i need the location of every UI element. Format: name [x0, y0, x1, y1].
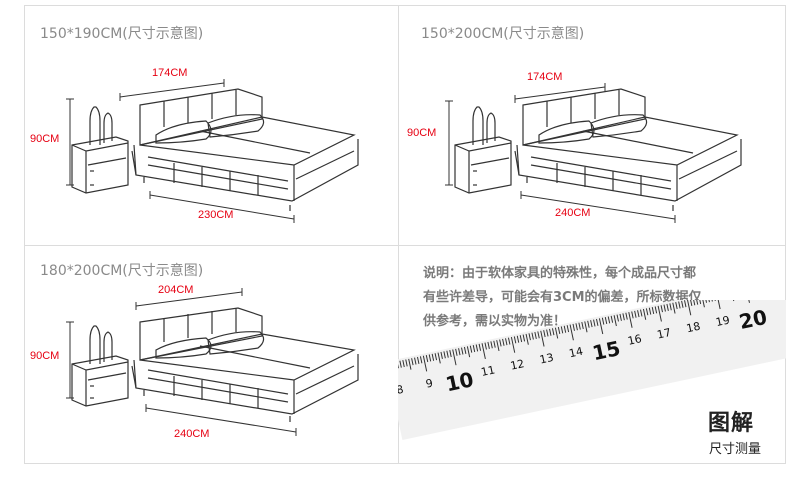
panel-150x200: 150*200CM(尺寸示意图) 174CM	[399, 5, 773, 245]
diagram-badge-subtitle: 尺寸测量	[709, 438, 761, 457]
width-dimension-label: 174CM	[152, 67, 187, 79]
diagram-badge-title: 图解	[708, 405, 754, 437]
panel-150x190: 150*190CM(尺寸示意图)	[24, 5, 398, 245]
length-dimension-label: 240CM	[555, 207, 590, 219]
note-line: 说明：由于软体家具的特殊性，每个成品尺寸都	[423, 262, 763, 286]
height-dimension-label: 90CM	[407, 127, 436, 139]
width-dimension-label: 204CM	[158, 284, 193, 296]
bed-illustration	[24, 246, 398, 486]
height-dimension-label: 90CM	[30, 133, 59, 145]
height-dimension-label: 90CM	[30, 350, 59, 362]
length-dimension-label: 240CM	[174, 428, 209, 440]
length-dimension-label: 230CM	[198, 209, 233, 221]
panel-180x200: 180*200CM(尺寸示意图) 204CM	[24, 246, 398, 486]
width-dimension-label: 174CM	[527, 71, 562, 83]
